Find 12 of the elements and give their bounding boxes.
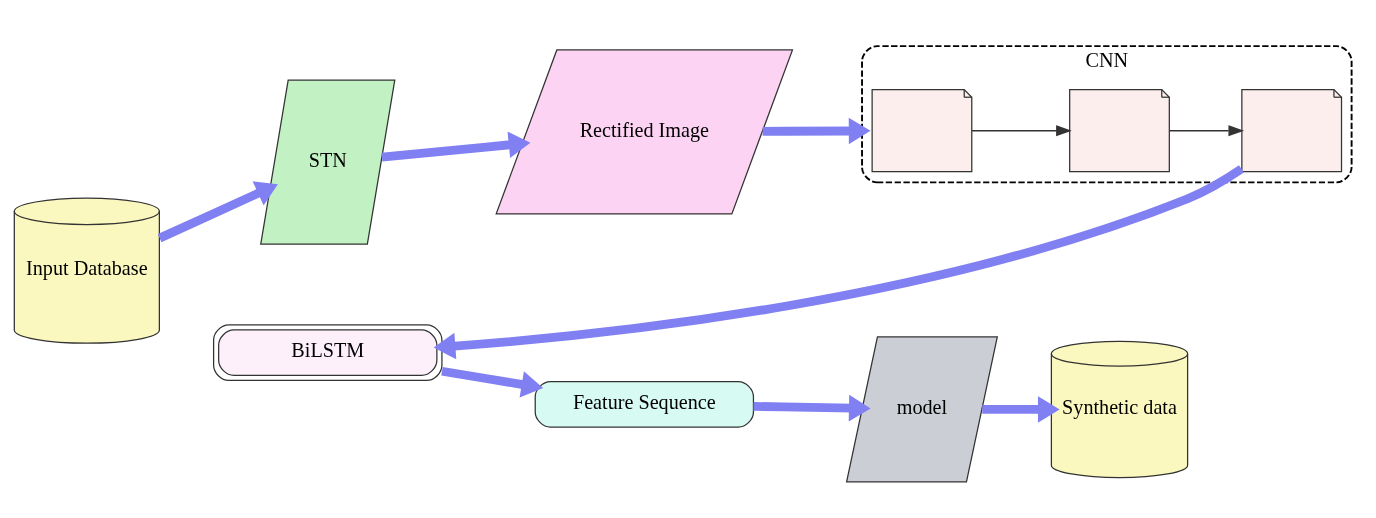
node-box: Feature Sequence	[534, 381, 755, 428]
cluster: CNN	[861, 45, 1353, 184]
arrow	[982, 396, 1060, 423]
arrow	[1168, 125, 1245, 137]
arrow	[157, 181, 278, 243]
arrow	[381, 131, 531, 162]
node-box: BiLSTM	[213, 324, 443, 382]
arrow	[971, 125, 1072, 137]
arrow	[753, 394, 871, 422]
arrow	[433, 165, 1244, 360]
arrow	[762, 117, 871, 145]
arrow	[441, 366, 544, 398]
